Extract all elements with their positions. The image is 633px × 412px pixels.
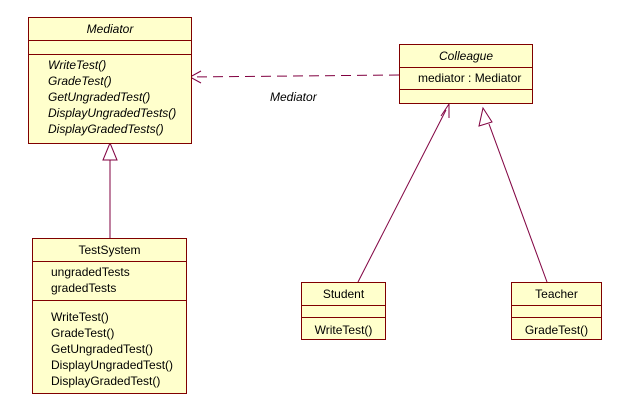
teacher-attributes-section [512, 305, 601, 317]
student-attributes-section [302, 305, 385, 317]
testsystem-operation: DisplayUngradedTest() [51, 358, 174, 372]
teacher-operation: GradeTest() [524, 323, 589, 337]
testsystem-attribute: ungradedTests [51, 265, 130, 279]
student-colleague-line [357, 109, 447, 283]
mediator-class-name: Mediator [86, 22, 134, 36]
student-operations-section: WriteTest() [302, 317, 385, 338]
testsystem-operation: WriteTest() [51, 310, 109, 324]
colleague-attribute: mediator : Mediator [418, 71, 522, 85]
testsystem-attributes-section: ungradedTests gradedTests [33, 261, 186, 300]
testsystem-operation: GradeTest() [51, 326, 115, 340]
student-operation: WriteTest() [314, 323, 373, 337]
student-colleague-arrowhead [440, 102, 450, 118]
testsystem-operations-section: WriteTest() GradeTest() GetUngradedTest(… [33, 300, 186, 389]
mediator-class[interactable]: Mediator WriteTest() GradeTest() GetUngr… [28, 17, 192, 144]
colleague-class-name: Colleague [438, 49, 494, 63]
colleague-operations-section [400, 89, 532, 103]
testsystem-class[interactable]: TestSystem ungradedTests gradedTests Wri… [32, 238, 187, 394]
mediator-operation: GetUngradedTest() [48, 90, 151, 104]
association-label: Mediator [270, 90, 317, 104]
teacher-operations-section: GradeTest() [512, 317, 601, 338]
mediator-operation: DisplayUngradedTests() [48, 106, 177, 120]
colleague-class[interactable]: Colleague mediator : Mediator [399, 44, 533, 104]
testsystem-attribute: gradedTests [51, 281, 117, 295]
teacher-class-name: Teacher [535, 287, 578, 301]
testsystem-class-name: TestSystem [78, 243, 141, 257]
generalization-teacher-arrowhead [478, 106, 493, 127]
generalization-testsystem-arrowhead [102, 141, 118, 161]
testsystem-operation: DisplayGradedTest() [51, 374, 161, 388]
dependency-line [189, 74, 400, 78]
student-class[interactable]: Student WriteTest() [301, 282, 386, 340]
testsystem-operation: GetUngradedTest() [51, 342, 154, 356]
mediator-operation: WriteTest() [48, 58, 107, 72]
mediator-attributes-section [29, 40, 191, 54]
colleague-attributes-section: mediator : Mediator [400, 67, 532, 89]
mediator-operation: DisplayGradedTests() [48, 122, 164, 136]
student-class-name: Student [322, 287, 365, 301]
teacher-class[interactable]: Teacher GradeTest() [511, 282, 602, 340]
generalization-teacher-line [488, 123, 548, 283]
mediator-operations-section: WriteTest() GradeTest() GetUngradedTest(… [29, 54, 191, 137]
mediator-operation: GradeTest() [48, 74, 112, 88]
